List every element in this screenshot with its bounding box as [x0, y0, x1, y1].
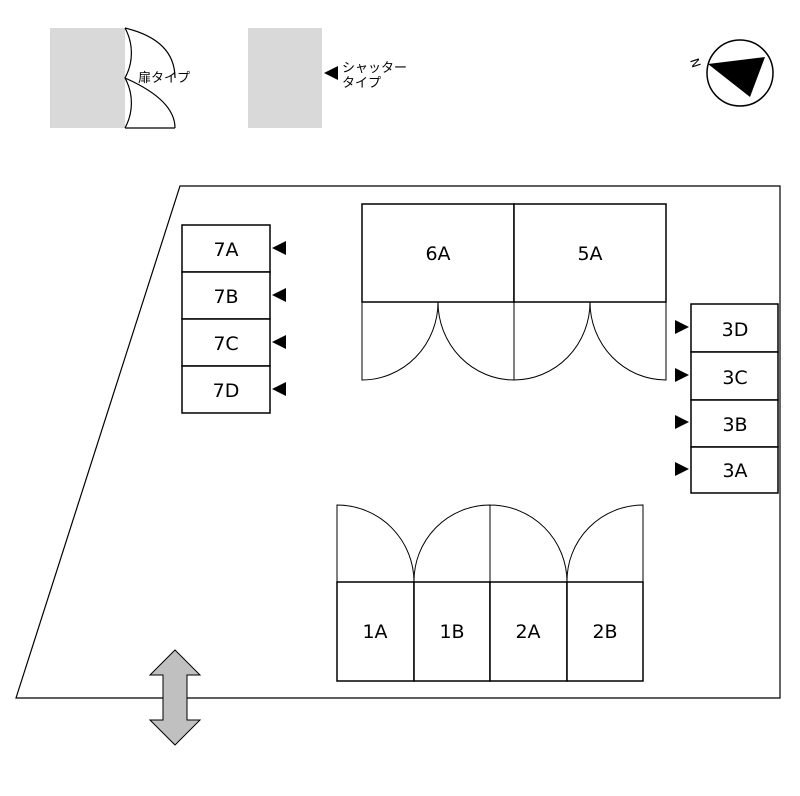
- unit-3A-label: 3A: [722, 460, 747, 482]
- unit-7B[interactable]: 7B: [181, 271, 286, 320]
- entrance-arrow-icon: [148, 649, 202, 746]
- legend-door-type: 扉タイプ: [50, 27, 190, 129]
- unit-3C[interactable]: 3C: [675, 351, 779, 401]
- unit-7C[interactable]: 7C: [181, 318, 286, 367]
- unit-1-2-door-swing-icon: [336, 504, 644, 583]
- unit-2B-label: 2B: [592, 621, 617, 643]
- unit-1A[interactable]: 1A: [336, 581, 415, 682]
- unit-2A-label: 2A: [515, 621, 540, 643]
- unit-3B[interactable]: 3B: [675, 399, 779, 448]
- unit-7A-shutter-icon: [272, 241, 286, 255]
- unit-3A-shutter-icon: [675, 462, 689, 476]
- unit-6A-label: 6A: [425, 243, 450, 265]
- legend-shutter-type-label-line2: タイプ: [342, 76, 381, 91]
- unit-3D-label: 3D: [722, 319, 749, 341]
- legend-shutter-type-label-line1: シャッター: [342, 61, 407, 76]
- legend-shutter-type: シャッター タイプ: [248, 28, 407, 128]
- unit-7D[interactable]: 7D: [181, 365, 286, 414]
- unit-5A-label: 5A: [577, 243, 602, 265]
- unit-1A-label: 1A: [362, 621, 387, 643]
- unit-3C-shutter-icon: [675, 368, 689, 382]
- legend-door-type-label: 扉タイプ: [138, 70, 190, 86]
- unit-7D-label: 7D: [213, 380, 240, 402]
- unit-6A-door-swing-icon: [361, 301, 515, 381]
- unit-3B-label: 3B: [722, 414, 747, 436]
- unit-group-6-5: 6A 5A: [361, 203, 667, 381]
- unit-3C-label: 3C: [722, 367, 747, 389]
- unit-7B-shutter-icon: [272, 288, 286, 302]
- unit-group-1-2: 1A 1B 2A 2B: [336, 504, 644, 682]
- unit-1B-label: 1B: [439, 621, 464, 643]
- unit-3D[interactable]: 3D: [675, 303, 779, 353]
- unit-group-7: 7A 7B 7C 7D: [181, 224, 286, 414]
- unit-7A-label: 7A: [213, 239, 238, 261]
- unit-7C-shutter-icon: [272, 335, 286, 349]
- unit-7B-label: 7B: [213, 286, 238, 308]
- unit-7C-label: 7C: [213, 333, 238, 355]
- legend-door-unit-swatch: [50, 28, 125, 128]
- unit-2A[interactable]: 2A: [489, 581, 568, 682]
- unit-1B[interactable]: 1B: [413, 581, 491, 682]
- legend-door-swing-icon: [124, 27, 176, 129]
- unit-3A[interactable]: 3A: [675, 446, 779, 494]
- site-boundary: [15, 185, 781, 699]
- unit-6A[interactable]: 6A: [361, 203, 515, 381]
- legend-shutter-triangle-icon: [324, 66, 338, 80]
- legend: 扉タイプ シャッター タイプ: [50, 27, 407, 129]
- unit-7A[interactable]: 7A: [181, 224, 286, 273]
- compass-north-label: N: [687, 57, 703, 70]
- legend-shutter-unit-swatch: [248, 28, 322, 128]
- compass-needle-icon: [708, 57, 765, 97]
- unit-group-3: 3D 3C 3B 3A: [675, 303, 779, 494]
- unit-3D-shutter-icon: [675, 320, 689, 334]
- unit-3B-shutter-icon: [675, 415, 689, 429]
- compass: N: [687, 39, 774, 107]
- unit-2B[interactable]: 2B: [566, 581, 644, 682]
- unit-5A-door-swing-icon: [513, 301, 667, 381]
- unit-5A[interactable]: 5A: [513, 203, 667, 381]
- unit-7D-shutter-icon: [272, 382, 286, 396]
